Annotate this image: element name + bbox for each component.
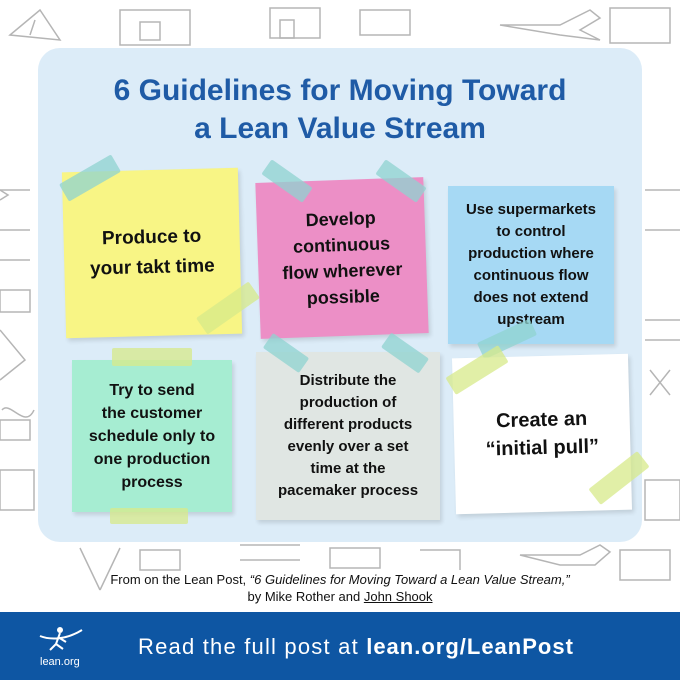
footer-cta[interactable]: Read the full post at lean.org/LeanPost xyxy=(138,634,574,660)
note-line: the customer xyxy=(101,404,203,422)
note-line: Try to send xyxy=(109,381,195,399)
note-line: to control xyxy=(496,223,566,240)
caption-prefix: From on the Lean Post, xyxy=(110,572,247,587)
note-line: Use supermarkets xyxy=(465,201,597,218)
sticky-note-pacemaker: Distribute the production of different p… xyxy=(256,352,440,520)
note-line: production of xyxy=(299,394,397,411)
title-line-2: a Lean Value Stream xyxy=(194,112,486,145)
lean-logo-icon xyxy=(39,627,83,651)
note-line: one production xyxy=(93,450,211,468)
background-sketch xyxy=(0,7,680,591)
note-line: pacemaker process xyxy=(277,482,419,499)
note-line: different products xyxy=(283,416,413,433)
note-line: Produce to xyxy=(101,225,202,250)
note-line: does not extend xyxy=(473,289,589,306)
title-line-1: 6 Guidelines for Moving Toward xyxy=(113,74,567,107)
page-title: 6 Guidelines for Moving Toward a Lean Va… xyxy=(38,72,642,148)
note-line: your takt time xyxy=(89,255,215,280)
note-line: upstream xyxy=(497,311,565,328)
note-line: possible xyxy=(306,285,381,309)
note-line: Distribute the xyxy=(299,372,397,389)
note-line: time at the xyxy=(310,460,386,477)
note-line: schedule only to xyxy=(88,427,216,445)
tape xyxy=(110,508,188,524)
note-line: process xyxy=(121,473,183,491)
author-link[interactable]: John Shook xyxy=(363,589,433,604)
sticky-note-supermarkets: Use supermarkets to control production w… xyxy=(448,186,614,344)
note-line: “initial pull” xyxy=(485,435,600,461)
source-caption: From on the Lean Post, “6 Guidelines for… xyxy=(0,571,680,605)
footer-cta-text: Read the full post at xyxy=(138,634,359,659)
note-line: Create an xyxy=(495,407,588,433)
caption-by: by Mike Rother and xyxy=(247,589,361,604)
note-line: flow wherever xyxy=(282,258,403,284)
tape xyxy=(112,348,192,366)
note-line: continuous flow xyxy=(473,267,589,284)
footer-link[interactable]: lean.org/LeanPost xyxy=(366,634,574,659)
sticky-note-continuous-flow: Develop continuous flow wherever possibl… xyxy=(255,177,429,339)
logo-text: lean.org xyxy=(40,656,80,668)
sticky-note-customer-schedule: Try to send the customer schedule only t… xyxy=(72,360,232,512)
note-line: production where xyxy=(468,245,594,262)
note-line: evenly over a set xyxy=(287,438,409,455)
caption-article-title: “6 Guidelines for Moving Toward a Lean V… xyxy=(249,572,570,587)
footer-banner: Read the full post at lean.org/LeanPost xyxy=(0,612,680,680)
